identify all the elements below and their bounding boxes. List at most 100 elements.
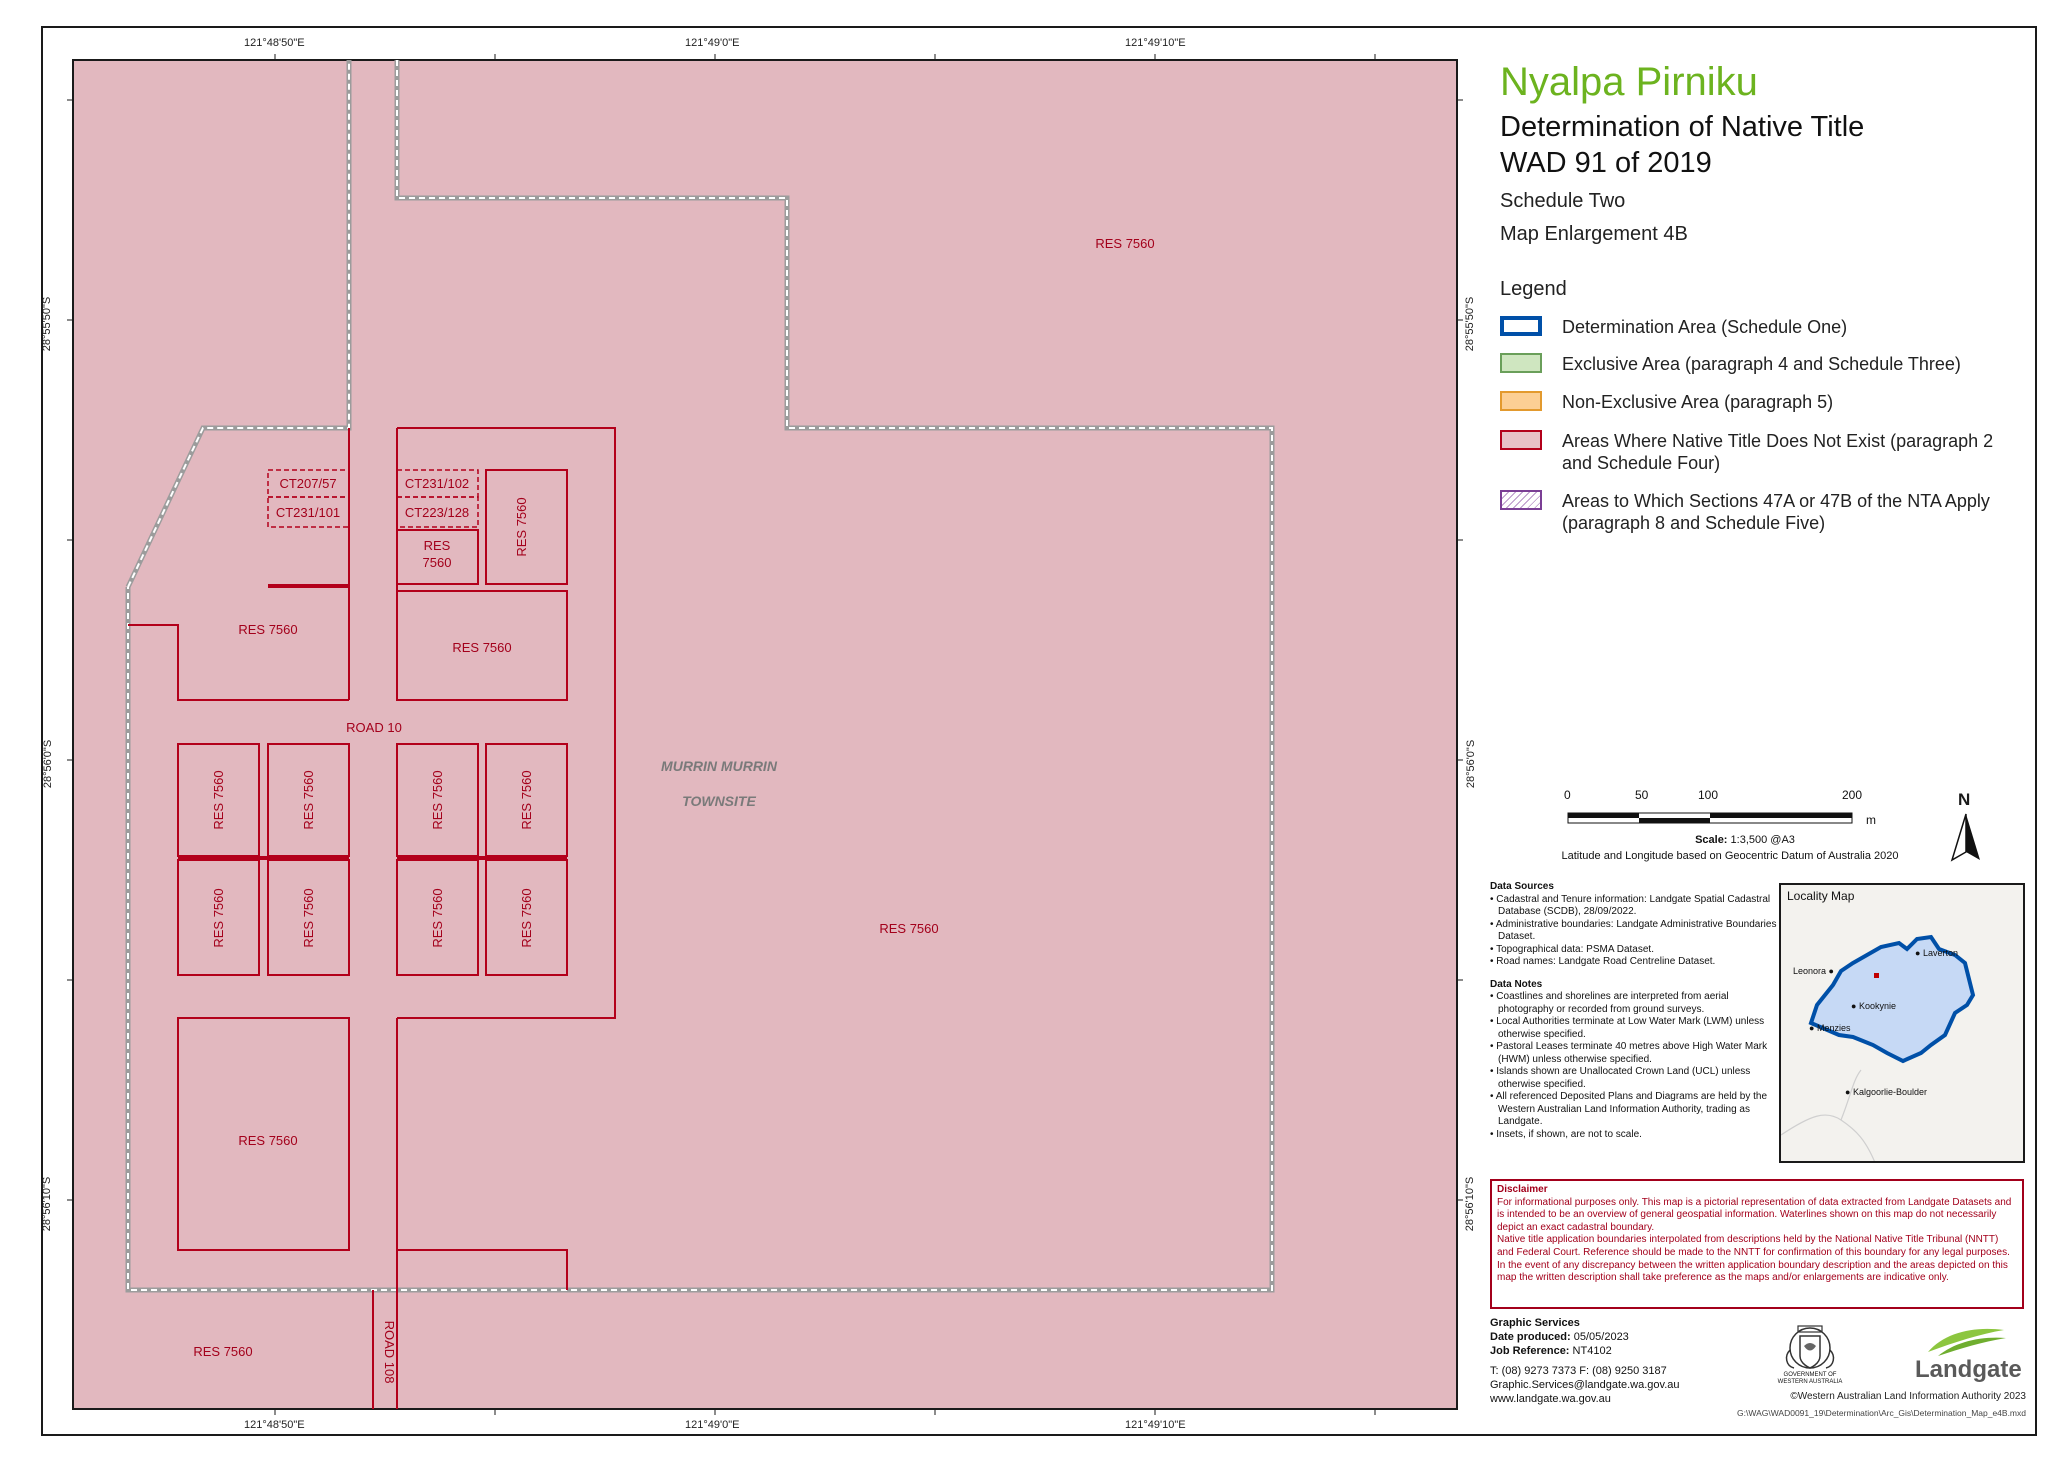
case-number: WAD 91 of 2019 [1500, 147, 1712, 179]
coord-bottom-1: 121°48'50"E [244, 1419, 305, 1431]
north-label: N [1958, 790, 1971, 809]
hatched-swatch [1500, 490, 1542, 510]
place-kookynie: ● Kookynie [1851, 1001, 1896, 1011]
coord-right-3: 28°56'10"S [1464, 1176, 1477, 1232]
note-item: • Insets, if shown, are not to scale. [1490, 1128, 1642, 1140]
label-ct231-102: CT231/102 [405, 476, 469, 491]
scale-bar-graphic [1567, 812, 1853, 824]
label-road-10: ROAD 10 [346, 720, 402, 735]
label-v4: RES 7560 [519, 770, 534, 829]
scale-bar: 0 50 100 200 m [1560, 788, 1880, 828]
locality-title: Locality Map [1787, 889, 1855, 903]
nonexclusive-swatch [1500, 391, 1542, 411]
scale-tick-200: 200 [1842, 788, 1863, 802]
schedule-label: Schedule Two [1500, 190, 1626, 212]
contact-phone: T: (08) 9273 7373 F: (08) 9250 3187 [1490, 1365, 1667, 1377]
copyright: ©Western Australian Land Information Aut… [1790, 1391, 2026, 1402]
label-res-small-b: 7560 [423, 555, 452, 570]
scale-tick-50: 50 [1635, 788, 1649, 802]
job-reference: Job Reference: NT4102 [1490, 1345, 1612, 1357]
legend-item-determination: Determination Area (Schedule One) [1500, 316, 2042, 338]
label-ct207-57: CT207/57 [279, 476, 336, 491]
coord-left-1: 28°55'50"S [41, 296, 54, 352]
label-road-108: ROAD 108 [382, 1321, 397, 1384]
label-v6: RES 7560 [301, 888, 316, 947]
north-arrow-icon [1950, 813, 1980, 862]
coord-right-2: 28°56'0"S [1465, 739, 1478, 789]
contact-email[interactable]: Graphic.Services@landgate.wa.gov.au [1490, 1379, 1680, 1391]
coord-bottom-2: 121°49'0"E [685, 1419, 740, 1431]
scale-tick-100: 100 [1698, 788, 1719, 802]
sources-heading: Data Sources [1490, 881, 1554, 892]
date-produced: Date produced: 05/05/2023 [1490, 1331, 1629, 1343]
source-item: • Administrative boundaries: Landgate Ad… [1490, 918, 1777, 943]
note-item: • Local Authorities terminate at Low Wat… [1490, 1016, 1765, 1040]
contact-web[interactable]: www.landgate.wa.gov.au [1490, 1393, 1611, 1405]
exclusive-swatch [1500, 353, 1542, 373]
legend-title: Legend [1500, 278, 1567, 300]
gov-wa-text: GOVERNMENT OF WESTERN AUSTRALIA [1777, 1372, 1843, 1385]
place-laverton: ● Laverton [1915, 948, 1958, 958]
label-res-mid-block: RES 7560 [452, 640, 511, 655]
data-sources: Data Sources • Cadastral and Tenure info… [1490, 881, 1780, 1141]
map-frame [41, 26, 2037, 1436]
disclaimer-heading: Disclaimer [1497, 1184, 1548, 1195]
map-subtitle: Determination of Native Title [1500, 111, 1865, 143]
legend-item-nte: Areas Where Native Title Does Not Exist … [1500, 430, 2002, 474]
place-kalgoorlie: ● Kalgoorlie-Boulder [1845, 1087, 1927, 1097]
coord-top-3: 121°49'10"E [1125, 37, 1186, 49]
wa-government-crest-icon [1785, 1325, 1835, 1369]
place-leonora: Leonora ● [1793, 966, 1834, 976]
coord-top-2: 121°49'0"E [685, 37, 740, 49]
landgate-wordmark: Landgate [1915, 1356, 2022, 1383]
legend-item-sections: Areas to Which Sections 47A or 47B of th… [1500, 490, 2042, 534]
notes-heading: Data Notes [1490, 978, 1543, 990]
nte-swatch [1500, 430, 1542, 450]
graphic-heading: Graphic Services [1490, 1317, 1580, 1329]
scale-tick-0: 0 [1564, 788, 1571, 802]
source-item: • Topographical data: PSMA Dataset. [1490, 943, 1654, 955]
north-arrow: N [1948, 790, 1984, 870]
legend-label: Areas to Which Sections 47A or 47B of th… [1562, 491, 1990, 533]
coord-left-2: 28°56'0"S [42, 739, 55, 789]
label-v8: RES 7560 [519, 888, 534, 947]
note-item: • Islands shown are Unallocated Crown La… [1490, 1066, 1751, 1090]
legend-label: Areas Where Native Title Does Not Exist … [1562, 431, 1994, 473]
locality-map: Locality Map ● Laverton Leonora ● ● Kook… [1779, 883, 2025, 1163]
coord-left-3: 28°56'10"S [41, 1176, 54, 1232]
determination-boundary [125, 60, 1275, 1293]
graphic-services: Graphic Services Date produced: 05/05/20… [1490, 1316, 1750, 1406]
legend-label: Determination Area (Schedule One) [1562, 317, 1848, 337]
label-res-ne: RES 7560 [1095, 236, 1154, 251]
legend-label: Non-Exclusive Area (paragraph 5) [1562, 392, 1834, 412]
source-item: • Cadastral and Tenure information: Land… [1490, 893, 1771, 918]
label-res-tall: RES 7560 [514, 497, 529, 556]
source-item: • Road names: Landgate Road Centreline D… [1490, 956, 1716, 967]
place-menzies: ● Menzies [1809, 1023, 1851, 1033]
label-townsite-1: MURRIN MURRIN [661, 758, 778, 774]
disclaimer-text-2: Native title application boundaries inte… [1497, 1234, 2010, 1284]
title-legend-panel: Nyalpa Pirniku Determination of Native T… [1492, 60, 2032, 1430]
label-res-large-sw: RES 7560 [238, 1133, 297, 1148]
label-v1: RES 7560 [211, 770, 226, 829]
note-item: • Pastoral Leases terminate 40 metres ab… [1490, 1041, 1768, 1065]
graticule-ticks [67, 54, 1463, 1415]
label-res-small-a: RES [424, 538, 451, 553]
coord-top-1: 121°48'50"E [244, 37, 305, 49]
map-title: Nyalpa Pirniku [1500, 60, 1758, 104]
label-v2: RES 7560 [301, 770, 316, 829]
label-res-nw-block: RES 7560 [238, 622, 297, 637]
enlargement-label: Map Enlargement 4B [1500, 223, 1688, 245]
scale-value: 1:3,500 @A3 [1730, 834, 1795, 846]
notes-list: • Coastlines and shorelines are interpre… [1490, 991, 1780, 1141]
label-ct231-101: CT231/101 [276, 505, 340, 520]
landgate-logo-icon [1928, 1328, 2006, 1356]
datum-note: Latitude and Longitude based on Geocentr… [1561, 850, 1899, 862]
parcel-lines [128, 427, 616, 1409]
label-townsite-2: TOWNSITE [682, 793, 756, 809]
label-ct223-128: CT223/128 [405, 505, 469, 520]
legend-label: Exclusive Area (paragraph 4 and Schedule… [1562, 354, 1961, 374]
label-v5: RES 7560 [211, 888, 226, 947]
note-item: • Coastlines and shorelines are interpre… [1490, 991, 1729, 1015]
